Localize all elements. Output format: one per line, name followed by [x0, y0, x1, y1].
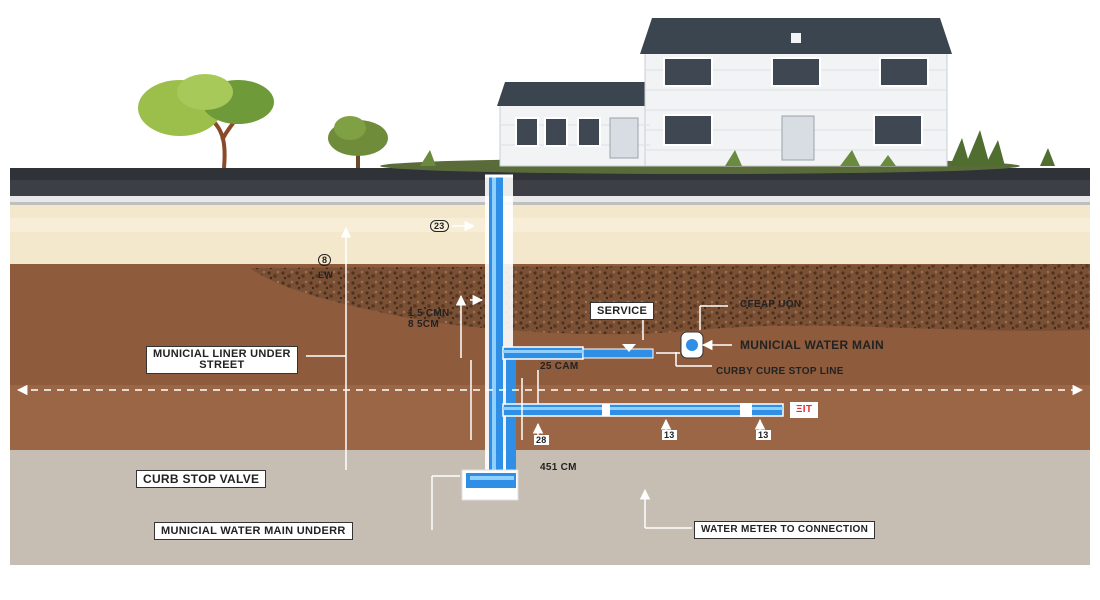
water-meter-connection-label: WATER METER TO CONNECTION	[694, 521, 876, 539]
dimension-15cm-label: 1 5 CMN	[408, 308, 450, 319]
dimension-85cm-label: 8 5CM	[408, 319, 439, 330]
municial-water-main-label: MUNICIAL WATER MAIN	[740, 338, 884, 352]
service-label: SERVICE	[590, 302, 655, 320]
marker-pipe-right-label: ΞΙΤ	[790, 402, 819, 418]
soil-lower	[10, 385, 1090, 452]
ground-layers	[10, 200, 1090, 565]
upper-horizontal-pipe	[502, 344, 680, 360]
leader-lines	[306, 220, 766, 530]
marker-bottom-3-label: 13	[756, 430, 771, 440]
bedrock-layer	[10, 450, 1090, 565]
dimension-451cm-label: 451 CM	[540, 462, 577, 473]
marker-left-b-label: EW	[318, 270, 334, 280]
tree-icon	[138, 74, 274, 169]
meter-icon	[680, 331, 704, 359]
marker-top-label: 23	[430, 220, 449, 232]
curb-stop-line-label: CURBY CURE STOP LINE	[716, 366, 844, 377]
water-main-under-label: MUNICIAL WATER MAIN UNDERR	[154, 522, 353, 540]
lower-horizontal-pipe	[502, 403, 784, 417]
marker-left-a-label: 8	[318, 254, 332, 266]
sand-layer	[10, 200, 1090, 268]
dimension-25cam-label: 25 CAM	[540, 361, 579, 372]
municial-liner-label: MUNICIAL LINER UNDER STREET	[146, 346, 298, 374]
gravel-layer	[250, 264, 1090, 335]
service-pipe-vertical	[461, 174, 519, 501]
municial-liner-line1: MUNICIAL LINER UNDER	[153, 348, 291, 360]
marker-bottom-2-label: 13	[662, 430, 677, 440]
municial-liner-line2: STREET	[199, 359, 245, 371]
sand-stripe	[10, 218, 1090, 232]
road-surface	[10, 168, 1090, 205]
house-icon	[380, 18, 1055, 174]
tree-small-icon	[328, 116, 388, 168]
cfeapuon-label: CFEAP UON	[740, 299, 802, 310]
marker-bottom-1-label: 28	[534, 435, 549, 445]
curb-stop-valve-label: CURB STOP VALVE	[136, 470, 267, 488]
